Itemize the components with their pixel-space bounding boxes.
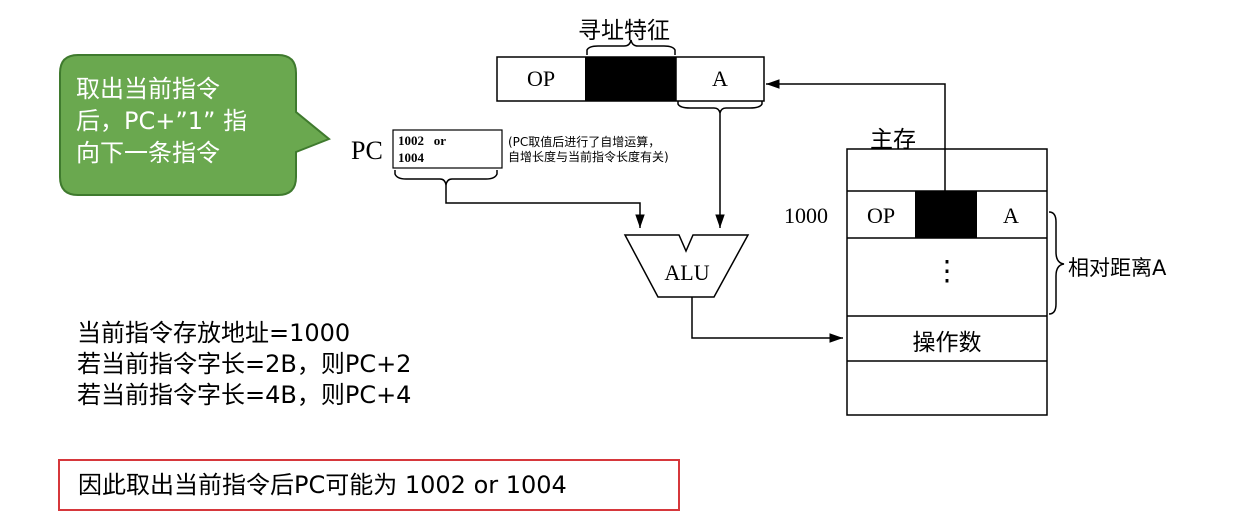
addressing-feature-title: 寻址特征 [578, 18, 670, 44]
alu-to-operand-arrow [691, 297, 843, 343]
result-box: 因此取出当前指令后PC可能为 1002 or 1004 [58, 459, 680, 511]
memory-op-label: OP [866, 203, 896, 228]
callout-line: 向下一条指令 [76, 139, 220, 167]
addressing-feature-field [585, 57, 676, 101]
pc-note: (PC取值后进行了自增运算， 自增长度与当前指令长度有关) [508, 135, 669, 165]
memory-to-instruction-arrow [766, 79, 946, 191]
pc-brace [394, 170, 498, 186]
pc-note-line: 自增长度与当前指令长度有关) [508, 150, 669, 164]
a-field-brace [677, 101, 763, 114]
callout-bubble [59, 54, 331, 196]
notes-block: 当前指令存放地址=1000 若当前指令字长=2B，则PC+2 若当前指令字长=4… [77, 318, 411, 411]
pc-to-alu-arrow [445, 185, 645, 228]
memory-operand-label: 操作数 [912, 330, 982, 356]
pc-register-box [392, 129, 503, 169]
callout-text: 取出当前指令 后，PC+”1” 指 向下一条指令 [76, 73, 281, 169]
memory-address-label: 1000 [784, 203, 828, 228]
pc-label: PC [351, 136, 383, 165]
note-line: 若当前指令字长=2B，则PC+2 [77, 350, 412, 378]
memory-addressing-field [915, 191, 977, 238]
callout-line: 取出当前指令 [76, 75, 220, 103]
memory-title: 主存 [870, 127, 916, 153]
instruction-op-label: OP [526, 66, 556, 91]
callout-line: 后，PC+”1” 指 [76, 107, 248, 135]
memory-a-label: A [1003, 203, 1019, 228]
memory-ellipsis: ⋮ [933, 256, 961, 287]
pc-value-line: 1002 or [398, 133, 447, 148]
instruction-a-label: A [712, 66, 728, 91]
pc-values: 1002 or 1004 [398, 132, 446, 166]
pc-value-line: 1004 [398, 150, 424, 165]
alu-shape [623, 234, 750, 298]
relative-distance-label: 相对距离A [1068, 256, 1167, 280]
addressing-feature-brace [586, 39, 676, 55]
pc-note-line: (PC取值后进行了自增运算， [508, 135, 661, 149]
note-line: 当前指令存放地址=1000 [77, 319, 351, 347]
alu-label: ALU [664, 260, 710, 285]
note-line: 若当前指令字长=4B，则PC+4 [77, 381, 412, 409]
relative-distance-brace [1048, 211, 1065, 315]
